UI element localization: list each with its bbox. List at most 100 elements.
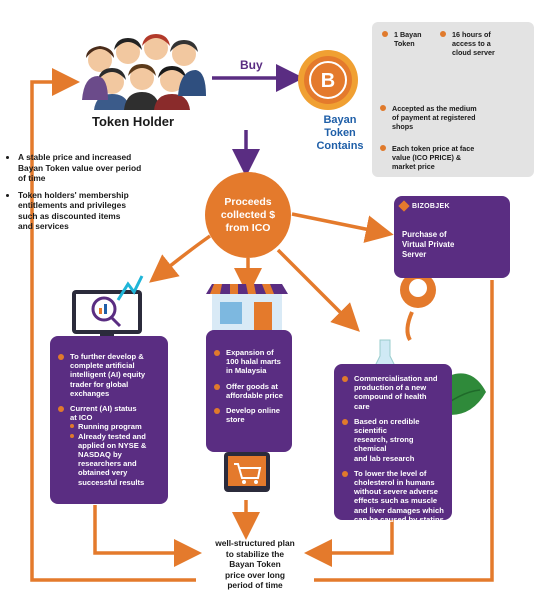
mart-p1-line2: 100 halal marts [226, 357, 281, 367]
bullet-dot [382, 31, 388, 37]
health-p3-line5: and liver damages which [354, 505, 444, 515]
mart-p3-line2: store [226, 415, 245, 425]
bullet-dot [342, 376, 348, 382]
buy-label: Buy [240, 58, 263, 72]
feedback-loop-arrow [30, 68, 196, 582]
contains-item-cloud-access: 16 hours of access to a cloud server [440, 30, 532, 57]
proceeds-circle: Proceeds collected $ from ICO [205, 172, 291, 258]
proceeds-to-server-arrow [291, 212, 394, 243]
health-p2-line2: research, strong chemical [354, 435, 414, 454]
contains-item-payment-line2: of payment at registered [392, 113, 476, 122]
ai-sub-running: Running program [70, 422, 162, 431]
benefit1-line2: Bayan Token value over period [18, 162, 142, 173]
ai-s2-line2: applied on NYSE & [78, 440, 147, 450]
bullet-dot [58, 354, 64, 360]
holder-benefits-list: A stable price and increased Bayan Token… [8, 152, 173, 238]
contains-item-price: Each token price at face value (ICO PRIC… [380, 144, 530, 171]
contains-item-token-line1: 1 Bayan [394, 30, 422, 39]
bullet-dot [214, 350, 220, 356]
token-holder-title: Token Holder [92, 114, 175, 129]
ai-s2-line3: NASDAQ by [78, 450, 122, 460]
ai-s2-line6: successful results [78, 477, 145, 487]
contains-item-price-line2: value (ICO PRICE) & [392, 153, 462, 162]
plan-line5: period of time [227, 580, 283, 590]
mart-p1-line1: Expansion of [226, 348, 274, 357]
vps-card-text: Purchase of Virtual Private Server [402, 230, 468, 259]
bullet-dot [214, 408, 220, 415]
ai-s2-line1: Already tested and [78, 431, 146, 441]
bayan-token-coin-icon: B [298, 50, 358, 110]
mart-point-expansion: Expansion of 100 halal marts in Malaysia [214, 348, 288, 376]
benefit2-line4: and services [18, 221, 69, 231]
bullet-dot [214, 383, 220, 390]
benefit2-line1: Token holders' membership [18, 189, 129, 200]
mart-p2-line1: Offer goods at [226, 381, 278, 391]
bullet-dot [380, 105, 386, 111]
bizobjek-logo: BIZOBJEK [412, 203, 450, 210]
health-p1-line3: compound of health [354, 392, 427, 402]
health-p1-line4: care [354, 401, 370, 411]
ai-p2-line1: Current (AI) status [70, 404, 137, 414]
sub-bullet-dot [70, 433, 74, 438]
ai-point-status: Current (AI) status at ICO Running progr… [58, 404, 162, 487]
ai-to-plan-arrow [93, 505, 202, 567]
ai-p1-line5: exchanges [70, 388, 110, 398]
health-compound-card: Commercialisation and production of a ne… [334, 364, 452, 524]
ai-sub-tested: Already tested and applied on NYSE & NAS… [70, 432, 162, 487]
proceeds-line1: Proceeds [224, 195, 272, 208]
contains-item-token-line2: Token [394, 39, 415, 48]
health-p2-line3: and lab research [354, 453, 415, 463]
contains-item-payment: Accepted as the medium of payment at reg… [380, 104, 530, 131]
proceeds-line2: collected $ [220, 208, 276, 221]
mart-p1-line3: in Malaysia [226, 366, 267, 376]
bullet-dot [342, 470, 348, 477]
plan-line2: to stabilize the [225, 548, 285, 559]
contains-item-cloud-line3: cloud server [452, 48, 495, 57]
stabilization-plan-text: well-structured plan to stabilize the Ba… [196, 538, 314, 591]
contains-item-cloud-line2: access to a [452, 39, 491, 48]
contains-item-price-line3: market price [392, 162, 435, 171]
bullet-dot [380, 145, 386, 151]
contains-item-price-line1: Each token price at face [392, 144, 475, 153]
mart-point-online: Develop online store [214, 406, 288, 424]
health-p3-line6: can be caused by statins. [354, 514, 447, 524]
sub-bullet-dot [70, 424, 74, 429]
plan-line1: well-structured plan [215, 538, 295, 548]
coin-label-line1: Bayan [323, 114, 357, 126]
vps-line2: Virtual Private [402, 239, 455, 249]
ai-p1-line1: To further develop & [70, 352, 144, 361]
health-p3-line2: cholesterol in humans [354, 478, 435, 488]
halal-mart-card: Expansion of 100 halal marts in Malaysia… [206, 330, 292, 452]
coin-label-line3: Contains [316, 140, 364, 152]
bullet-dot [58, 406, 64, 413]
health-p1-line2: production of a new [354, 383, 427, 393]
token-holder-crowd-illustration [82, 34, 206, 110]
benefit1-line1: A stable price and increased [18, 152, 132, 162]
coin-label-line2: Token [324, 127, 356, 139]
server-to-plan-arrow [314, 280, 494, 582]
token-contents-box [372, 22, 534, 177]
ai-trader-card: To further develop & complete artificial… [50, 336, 168, 504]
ai-p1-line4: trader for global [70, 379, 129, 389]
health-p3-line3: without severe adverse [354, 487, 438, 497]
health-p1-line1: Commercialisation and [354, 374, 438, 383]
ai-p1-line2: complete artificial [70, 361, 135, 371]
bullet-dot [440, 31, 446, 37]
mart-p3-line1: Develop online [226, 406, 281, 416]
vps-card [394, 196, 510, 278]
vps-line3: Server [402, 249, 427, 259]
benefit1-line3: of time [18, 173, 46, 183]
ai-p1-line3: intelligent (AI) equity [70, 370, 146, 380]
plan-line4: price over long [224, 569, 286, 580]
contains-item-cloud-line1: 16 hours of [452, 30, 491, 39]
ai-point-develop: To further develop & complete artificial… [58, 352, 162, 398]
online-store-cart-icon [224, 452, 270, 492]
mart-p2-line2: affordable price [226, 390, 283, 400]
vps-line1: Purchase of [402, 230, 447, 239]
benefit2-line3: such as discounted items [18, 210, 121, 221]
contains-item-token: 1 Bayan Token [382, 30, 438, 48]
proceeds-to-health-arrow [276, 248, 360, 332]
health-p3-line4: effects such as muscle [354, 496, 438, 506]
contains-item-payment-line1: Accepted as the medium [392, 104, 477, 113]
ai-trading-monitor-illustration [72, 275, 144, 340]
